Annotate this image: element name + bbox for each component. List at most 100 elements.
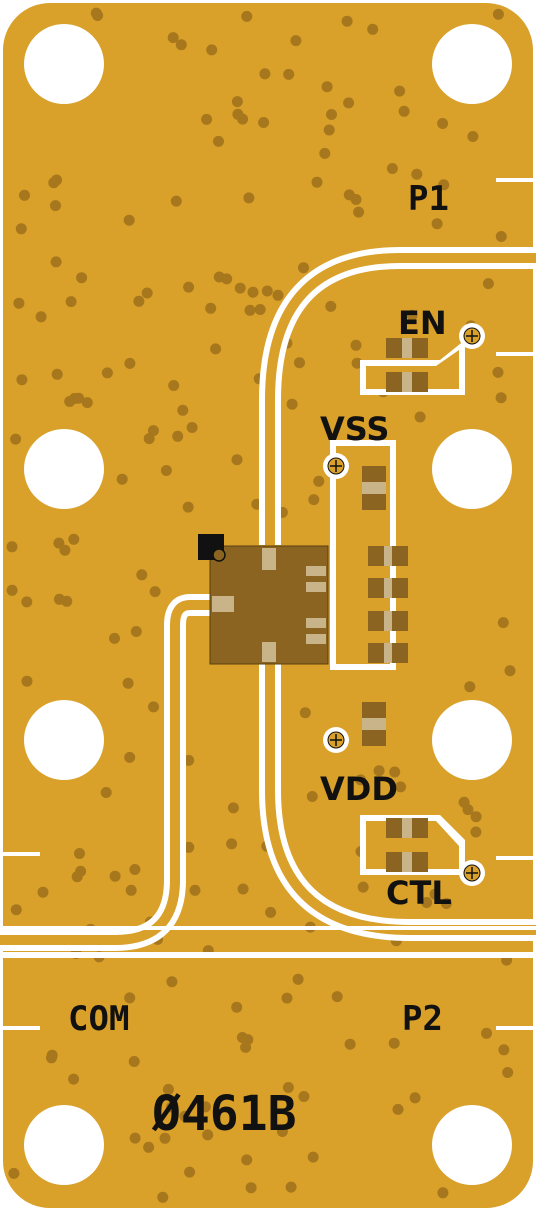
via-dot bbox=[101, 367, 113, 379]
via-dot bbox=[357, 881, 369, 893]
via-dot bbox=[398, 105, 410, 117]
test-point-icon bbox=[459, 860, 485, 886]
via-dot bbox=[123, 214, 135, 226]
via-dot bbox=[167, 32, 179, 44]
via-dot bbox=[306, 791, 318, 802]
via-dot bbox=[492, 8, 504, 20]
via-dot bbox=[125, 884, 137, 896]
via-dot bbox=[175, 39, 187, 51]
via-dot bbox=[75, 865, 87, 877]
via-dot bbox=[133, 295, 145, 307]
via-dot bbox=[470, 811, 482, 823]
via-dot bbox=[351, 357, 363, 369]
via-dot bbox=[136, 569, 148, 581]
via-dot bbox=[237, 883, 249, 895]
via-dot bbox=[326, 109, 337, 120]
via-dot bbox=[234, 282, 246, 294]
via-dot bbox=[254, 304, 266, 315]
via-dot bbox=[159, 1132, 171, 1144]
via-dot bbox=[482, 278, 494, 290]
via-dot bbox=[74, 848, 85, 859]
via-dot bbox=[341, 15, 353, 27]
via-dot bbox=[259, 68, 271, 80]
via-dot bbox=[221, 273, 233, 285]
via-dot bbox=[68, 1073, 80, 1085]
via-dot bbox=[319, 147, 331, 159]
mounting-hole-icon bbox=[432, 700, 512, 780]
mounting-hole-icon bbox=[432, 24, 512, 104]
mounting-holes bbox=[24, 24, 512, 1185]
via-dot bbox=[65, 296, 77, 308]
via-dot bbox=[232, 108, 244, 120]
via-dot bbox=[129, 1132, 141, 1144]
mounting-hole-icon bbox=[24, 700, 104, 780]
via-dot bbox=[170, 195, 182, 207]
test-point-icon bbox=[323, 727, 349, 753]
test-point-icon bbox=[459, 323, 485, 349]
via-dot bbox=[21, 596, 33, 608]
via-dot bbox=[8, 1167, 20, 1179]
via-dot bbox=[51, 368, 63, 380]
via-dot bbox=[294, 357, 305, 369]
via-dot bbox=[73, 392, 85, 404]
mounting-hole-icon bbox=[432, 429, 512, 509]
via-dot bbox=[184, 1166, 196, 1178]
via-dot bbox=[148, 701, 159, 713]
via-dot bbox=[6, 584, 18, 596]
via-dot bbox=[231, 96, 243, 108]
via-dot bbox=[227, 802, 239, 814]
via-dot bbox=[166, 976, 178, 988]
via-dot bbox=[313, 475, 325, 487]
via-dot bbox=[124, 992, 136, 1004]
via-dot bbox=[35, 311, 47, 323]
via-dot bbox=[129, 864, 141, 875]
via-dot bbox=[325, 300, 337, 312]
via-dot bbox=[323, 124, 335, 136]
via-dot bbox=[241, 10, 253, 22]
via-dot bbox=[353, 206, 365, 218]
via-dot bbox=[258, 117, 270, 128]
via-dot bbox=[109, 632, 120, 644]
via-dot bbox=[37, 886, 49, 898]
via-dot bbox=[308, 494, 320, 506]
via-dot bbox=[497, 617, 509, 629]
via-dot bbox=[15, 223, 27, 235]
via-dot bbox=[182, 501, 194, 513]
via-dot bbox=[210, 343, 222, 355]
via-dot bbox=[283, 68, 295, 80]
via-dot bbox=[247, 286, 259, 298]
test-point-icon bbox=[323, 453, 349, 479]
via-dot bbox=[409, 1092, 421, 1104]
via-dot bbox=[367, 23, 379, 35]
via-dot bbox=[149, 586, 161, 598]
via-dot bbox=[386, 163, 398, 174]
via-dot bbox=[464, 681, 476, 693]
via-dot bbox=[437, 1187, 449, 1199]
via-dot bbox=[343, 97, 355, 109]
via-dot bbox=[147, 425, 159, 437]
via-dot bbox=[286, 398, 298, 410]
via-dot bbox=[311, 176, 323, 188]
via-dot bbox=[261, 285, 273, 297]
via-dot bbox=[183, 841, 195, 853]
via-dot bbox=[177, 404, 189, 416]
label-p2: P2 bbox=[402, 999, 443, 1039]
via-dot bbox=[21, 675, 33, 687]
via-dot bbox=[172, 430, 184, 442]
via-dot bbox=[495, 392, 507, 404]
label-vdd: VDD bbox=[320, 770, 398, 808]
test-points bbox=[323, 323, 485, 886]
label-ctl: CTL bbox=[386, 874, 452, 912]
via-dot bbox=[124, 357, 136, 369]
via-dot bbox=[46, 1052, 57, 1064]
via-dot bbox=[92, 10, 104, 21]
component-terminals bbox=[362, 338, 412, 872]
via-dot bbox=[431, 218, 443, 230]
via-dot bbox=[68, 533, 80, 545]
via-dot bbox=[53, 537, 65, 549]
via-dot bbox=[373, 765, 385, 777]
via-dot bbox=[343, 189, 355, 201]
via-dot bbox=[168, 380, 180, 391]
via-dot bbox=[186, 422, 198, 433]
via-dot bbox=[495, 231, 507, 242]
